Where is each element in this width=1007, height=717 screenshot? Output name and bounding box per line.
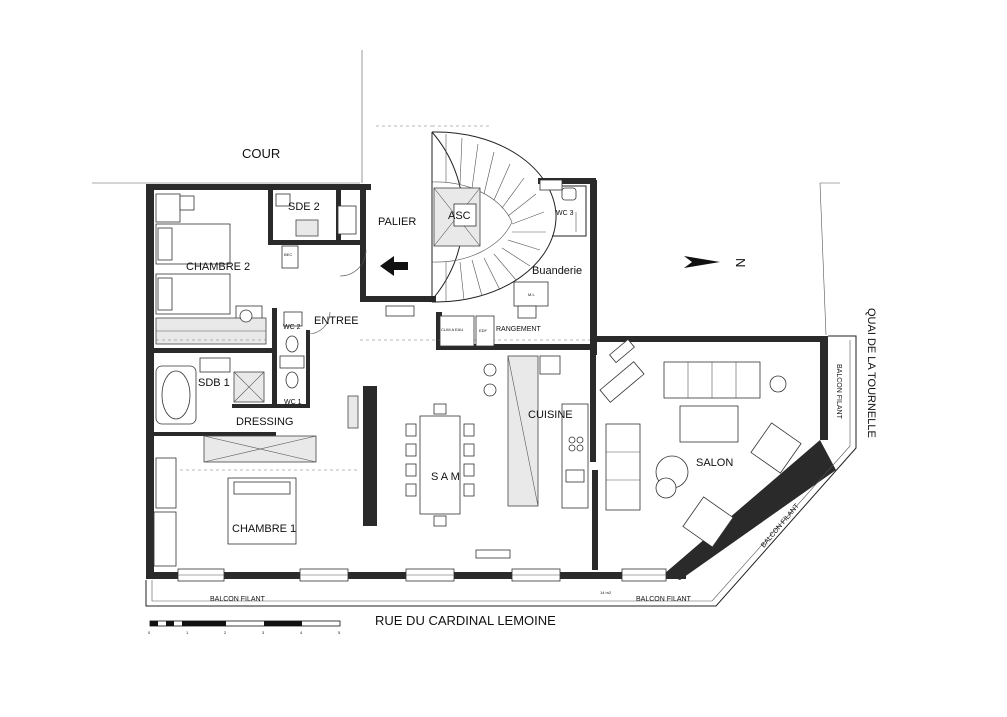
label-wc2: WC 2 [283,324,301,331]
scale-bar-icon: 0 1 2 3 4 5 [148,620,341,635]
label-mil: M.L [528,292,535,297]
label-quai: QUAI DE LA TOURNELLE [865,308,877,438]
label-cour: COUR [242,146,280,161]
label-clim: CLIM A EAU [441,327,463,332]
label-buanderie: Buanderie [532,265,582,277]
label-entree: ENTREE [314,315,359,327]
label-asc: ASC [448,210,471,222]
label-wc1: WC 1 [284,399,302,406]
scale-tick-3: 3 [262,630,265,635]
wc-fixtures [279,311,305,389]
chambre1-furniture [153,457,360,567]
interior-walls [146,186,598,570]
staircase [376,125,557,303]
label-sam: S A M [431,471,460,483]
label-balcon-right: BALCON FILANT [636,596,692,603]
north-arrow-icon: N [684,256,748,268]
site-lines [92,50,840,336]
scale-tick-1: 1 [186,630,189,635]
rangement-block [439,281,549,347]
label-rue: RUE DU CARDINAL LEMOINE [375,613,556,628]
label-chambre2: CHAMBRE 2 [186,261,250,273]
label-area-note: 14 m2 [600,590,612,595]
sde2-fixtures [275,193,357,269]
room-labels: COUR SDE 2 PALIER ASC WC 3 CHAMBRE 2 Bua… [186,146,733,535]
label-cuisine: CUISINE [528,409,573,421]
scale-tick-2: 2 [224,630,227,635]
dressing-furniture [203,435,317,463]
label-chambre1: CHAMBRE 1 [232,523,296,535]
label-wc3: WC 3 [556,210,574,217]
label-salon: SALON [696,457,733,469]
entree-details [307,249,590,429]
sdb1-fixtures [155,357,265,425]
scale-tick-0: 0 [148,630,151,635]
wc3-block [539,179,587,237]
label-bec: BEC [284,252,292,257]
label-sde2: SDE 2 [288,201,320,213]
sam-table [405,403,511,559]
label-dressing: DRESSING [236,416,293,428]
cuisine-furniture [483,355,589,509]
entry-arrow-icon [380,256,408,276]
scale-tick-4: 4 [300,630,303,635]
label-palier: PALIER [378,216,416,228]
label-rangement: RANGEMENT [496,326,541,333]
label-balcon-vert: BALCON FILANT [835,364,842,420]
label-edf: EDF [479,328,488,333]
balcony-bottom [145,335,857,607]
label-balcon-left: BALCON FILANT [210,596,266,603]
windows-bottom [177,568,667,582]
label-sdb1: SDB 1 [198,377,230,389]
chambre2-furniture [155,193,267,345]
north-letter: N [733,258,748,267]
scale-tick-5: 5 [338,630,341,635]
salon-furniture [599,338,802,548]
